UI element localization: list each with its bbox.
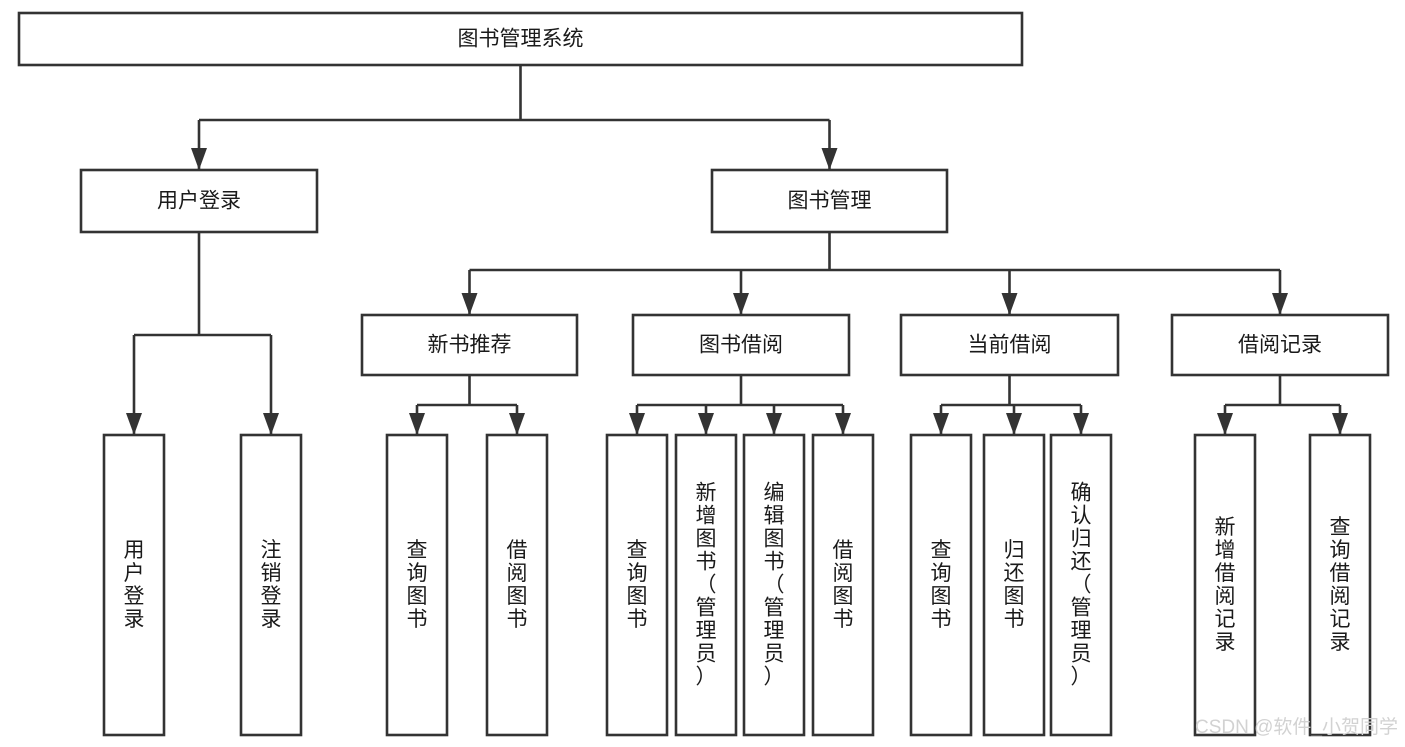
node-label: 新增借阅记录	[1215, 516, 1236, 654]
node-label: 当前借阅	[968, 334, 1052, 357]
node-leaf-query-borrow-record[interactable]: 查询借阅记录	[1308, 433, 1372, 737]
node-box	[17, 11, 1024, 67]
arrow-head-icon	[1073, 413, 1089, 435]
node-leaf-user-login[interactable]: 用户登录	[102, 433, 166, 737]
node-borrow-record[interactable]: 借阅记录	[1170, 313, 1390, 377]
arrow-head-icon	[629, 413, 645, 435]
arrow-head-icon	[461, 293, 478, 315]
node-current-borrow[interactable]: 当前借阅	[899, 313, 1120, 377]
node-leaf-add-borrow-record[interactable]: 新增借阅记录	[1193, 433, 1257, 737]
node-book-management[interactable]: 图书管理	[710, 168, 949, 234]
arrow-head-icon	[509, 413, 525, 435]
node-box	[79, 168, 319, 234]
node-leaf-add-book[interactable]: 新增图书（管理员）	[674, 433, 738, 737]
node-new-book-recommend[interactable]: 新书推荐	[360, 313, 579, 377]
node-label: 新增图书（管理员）	[696, 481, 717, 688]
arrow-head-icon	[1332, 413, 1348, 435]
node-label: 借阅图书	[833, 539, 854, 631]
arrow-head-icon	[1272, 293, 1288, 315]
node-box	[485, 433, 549, 737]
node-box	[102, 433, 166, 737]
arrow-head-icon	[698, 413, 714, 435]
node-leaf-confirm-return[interactable]: 确认归还（管理员）	[1049, 433, 1113, 737]
node-label: 查询借阅记录	[1330, 516, 1351, 654]
node-label: 借阅记录	[1238, 334, 1322, 357]
arrow-head-icon	[1006, 413, 1022, 435]
node-label: 编辑图书（管理员）	[764, 481, 785, 688]
connector-layer	[126, 65, 1348, 435]
arrow-head-icon	[263, 413, 279, 435]
node-box	[811, 433, 875, 737]
node-label: 借阅图书	[507, 539, 528, 631]
node-box	[982, 433, 1046, 737]
node-leaf-edit-book[interactable]: 编辑图书（管理员）	[742, 433, 806, 737]
arrow-head-icon	[821, 148, 838, 170]
node-box	[360, 313, 579, 377]
node-label: 图书管理系统	[458, 28, 584, 51]
node-box	[605, 433, 669, 737]
arrow-head-icon	[835, 413, 851, 435]
node-box	[909, 433, 973, 737]
node-box	[710, 168, 949, 234]
arrow-head-icon	[1217, 413, 1233, 435]
node-box	[899, 313, 1120, 377]
node-box	[1170, 313, 1390, 377]
node-box	[1193, 433, 1257, 737]
node-label: 用户登录	[157, 190, 241, 213]
node-box	[1308, 433, 1372, 737]
node-box	[674, 433, 738, 737]
node-leaf-query-book-recommend[interactable]: 查询图书	[385, 433, 449, 737]
arrow-head-icon	[409, 413, 425, 435]
arrow-head-icon	[1001, 293, 1018, 315]
watermark-label: CSDN @软件_小贺同学	[1195, 716, 1398, 738]
node-label: 注销登录	[261, 539, 282, 631]
arrow-head-icon	[191, 148, 207, 170]
node-box	[239, 433, 303, 737]
node-root-root[interactable]: 图书管理系统	[17, 11, 1024, 67]
node-leaf-return-book[interactable]: 归还图书	[982, 433, 1046, 737]
arrow-head-icon	[933, 413, 949, 435]
node-user-login[interactable]: 用户登录	[79, 168, 319, 234]
node-box	[631, 313, 851, 377]
node-leaf-borrow-book[interactable]: 借阅图书	[811, 433, 875, 737]
arrow-head-icon	[733, 293, 749, 315]
node-label: 图书借阅	[699, 334, 783, 357]
node-label: 查询图书	[627, 539, 648, 631]
node-book-borrow[interactable]: 图书借阅	[631, 313, 851, 377]
node-leaf-query-book-current[interactable]: 查询图书	[909, 433, 973, 737]
node-label: 查询图书	[407, 539, 428, 631]
node-layer: 图书管理系统用户登录图书管理新书推荐图书借阅当前借阅借阅记录用户登录注销登录查询…	[17, 11, 1390, 737]
node-box	[742, 433, 806, 737]
node-label: 新书推荐	[428, 334, 512, 357]
node-label: 用户登录	[124, 539, 145, 631]
node-box	[1049, 433, 1113, 737]
node-label: 确认归还（管理员）	[1071, 481, 1092, 688]
node-leaf-user-logout[interactable]: 注销登录	[239, 433, 303, 737]
node-label: 查询图书	[931, 539, 952, 631]
node-box	[385, 433, 449, 737]
node-leaf-borrow-book-recommend[interactable]: 借阅图书	[485, 433, 549, 737]
arrow-head-icon	[766, 413, 782, 435]
node-leaf-query-book-borrow[interactable]: 查询图书	[605, 433, 669, 737]
node-label: 归还图书	[1004, 539, 1025, 631]
node-label: 图书管理	[788, 190, 872, 213]
arrow-head-icon	[126, 413, 142, 435]
